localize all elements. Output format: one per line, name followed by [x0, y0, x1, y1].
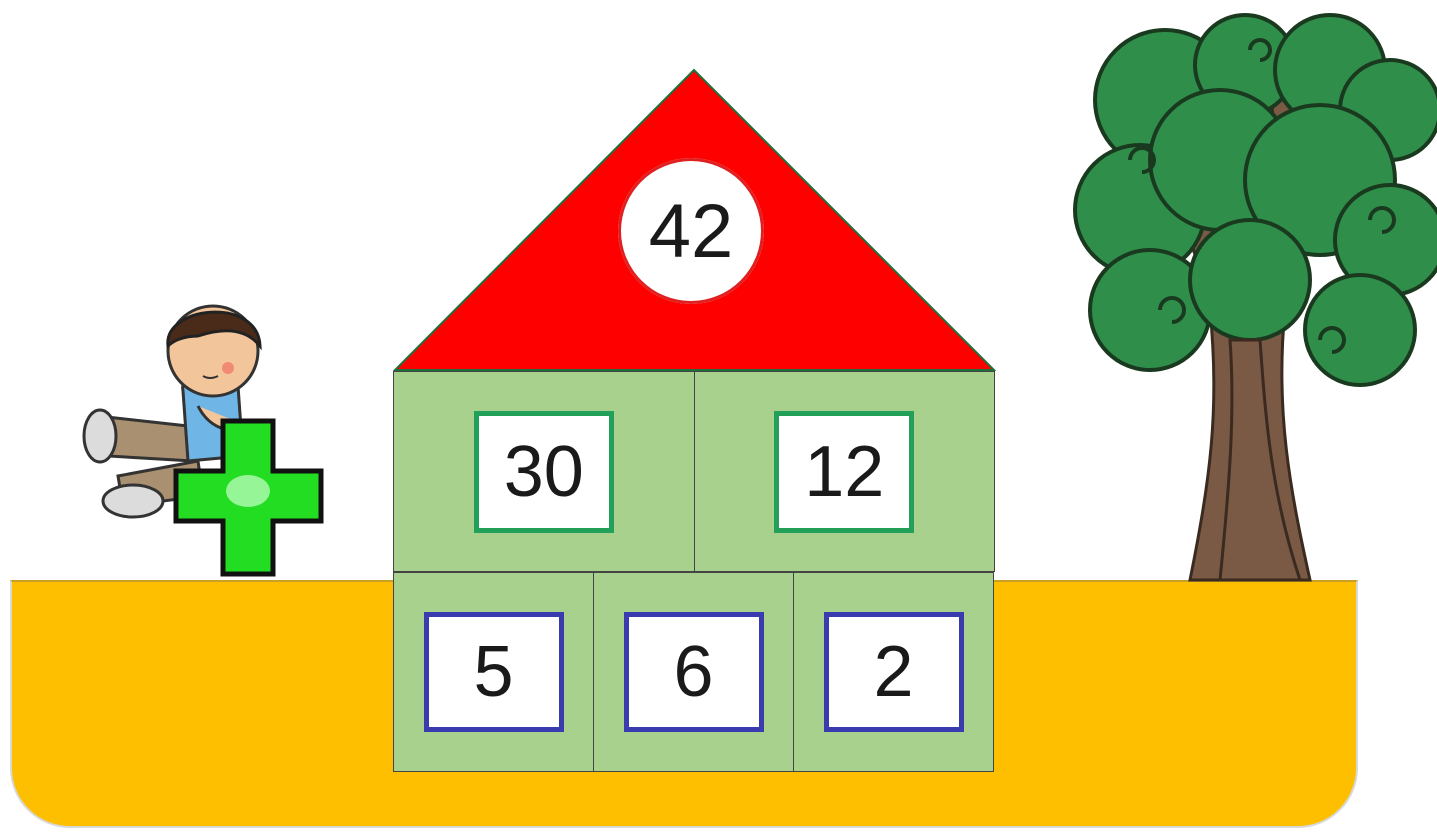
roof-number-circle: 42: [618, 158, 764, 304]
middle-room-left: 30: [394, 372, 695, 571]
bottom-room-right: 2: [794, 573, 993, 771]
house-bottom-floor: 5 6 2: [393, 572, 994, 772]
bottom-number-box[interactable]: 5: [424, 612, 564, 732]
middle-number-box[interactable]: 30: [474, 411, 614, 533]
middle-room-right: 12: [695, 372, 995, 571]
bottom-room-left: 5: [394, 573, 594, 771]
house-middle-floor: 30 12: [393, 371, 995, 572]
tree-icon: [1070, 10, 1437, 582]
bottom-number-box[interactable]: 6: [624, 612, 764, 732]
bottom-room-middle: 6: [594, 573, 794, 771]
middle-number-box[interactable]: 12: [774, 411, 914, 533]
boy-character-icon: [78, 296, 328, 581]
bottom-number-box[interactable]: 2: [824, 612, 964, 732]
